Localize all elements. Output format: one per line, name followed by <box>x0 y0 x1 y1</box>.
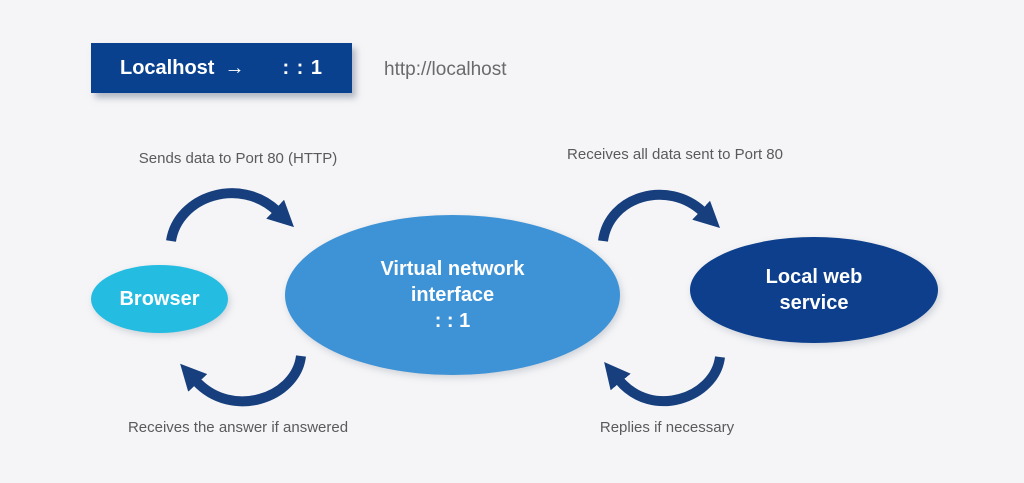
ipv6-address-value: : : 1 <box>282 56 323 79</box>
flow-label-replies: Replies if necessary <box>599 419 735 436</box>
localhost-label: Localhost <box>119 56 215 79</box>
node-browser: Browser <box>91 265 228 333</box>
receive-answer-arrow <box>180 354 306 407</box>
node-virtual-interface: Virtual network interface : : 1 <box>285 215 620 375</box>
virtual-interface-label: Virtual network interface : : 1 <box>380 256 524 334</box>
flow-label-receive-all: Receives all data sent to Port 80 <box>567 146 783 163</box>
virtual-interface-line: interface <box>410 284 495 306</box>
localhost-url: http://localhost <box>384 59 507 80</box>
local-web-service-line: Local web <box>765 266 863 288</box>
virtual-interface-line: : : 1 <box>434 310 471 332</box>
local-web-service-line: service <box>779 292 849 314</box>
browser-label: Browser <box>119 287 200 310</box>
flow-label-send: Sends data to Port 80 (HTTP) <box>138 150 338 167</box>
local-web-service-label: Local web service <box>766 264 863 316</box>
receive-all-arrow <box>598 189 721 243</box>
right-arrow-icon: → <box>224 56 245 79</box>
replies-arrow <box>604 355 725 407</box>
virtual-interface-line: Virtual network <box>380 258 525 280</box>
localhost-box: Localhost → : : 1 <box>91 43 352 93</box>
flow-label-receive-answer: Receives the answer if answered <box>127 419 349 436</box>
node-local-web-service: Local web service <box>690 237 938 343</box>
send-arrow <box>166 188 295 243</box>
